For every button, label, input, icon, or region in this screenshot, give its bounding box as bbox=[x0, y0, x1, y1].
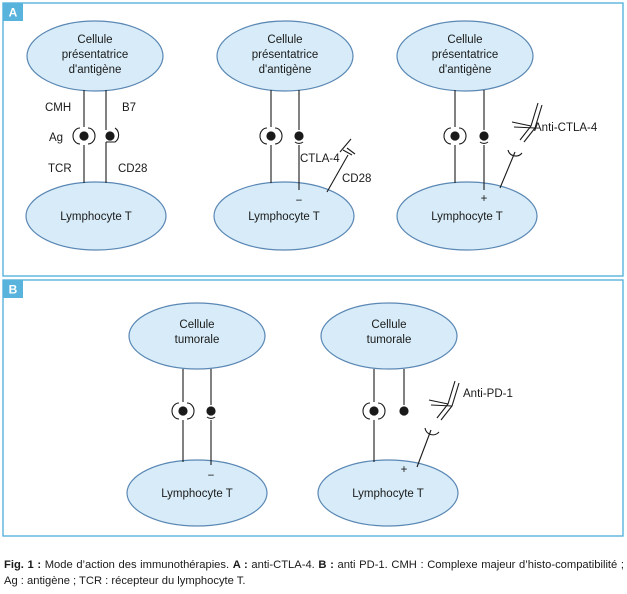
panel-b-badge bbox=[3, 280, 23, 298]
apc-label-line1: Cellule bbox=[267, 34, 302, 46]
panel-b-group-2: Cellule tumorale Lymphocyte T + Anti-PD-… bbox=[317, 302, 513, 527]
plus-sign: + bbox=[401, 464, 408, 476]
plus-sign: + bbox=[481, 193, 488, 205]
antigen-dot bbox=[266, 131, 276, 141]
apc-label-line2: présentatrice bbox=[252, 49, 318, 61]
tumor-label-line2: tumorale bbox=[367, 334, 412, 346]
lymphocyte-cell bbox=[317, 459, 459, 527]
lymphocyte-label: Lymphocyte T bbox=[248, 211, 320, 223]
apc-cell bbox=[26, 20, 164, 92]
lymphocyte-label: Lymphocyte T bbox=[431, 211, 503, 223]
apc-label-line3: d'antigène bbox=[439, 64, 492, 76]
b7-dot bbox=[105, 131, 115, 141]
caption-text-2: anti-CTLA-4. bbox=[247, 559, 319, 571]
lymphocyte-cell bbox=[396, 181, 538, 251]
panel-b-label: B bbox=[9, 283, 18, 297]
ctla4-label: CTLA-4 bbox=[300, 153, 340, 165]
caption-a-label: A : bbox=[232, 559, 248, 571]
tumor-cell bbox=[128, 302, 266, 370]
panel-a-group-3: Cellule présentatrice d'antigène Lymphoc… bbox=[396, 20, 598, 251]
ag-label: Ag bbox=[49, 132, 63, 144]
lymphocyte-label: Lymphocyte T bbox=[352, 488, 424, 500]
b7-dot bbox=[479, 131, 489, 141]
minus-sign: − bbox=[208, 470, 215, 482]
tumor-label-line2: tumorale bbox=[175, 334, 220, 346]
panel-a-group-1: Cellule présentatrice d'antigène Lymphoc… bbox=[25, 20, 167, 251]
lymphocyte-cell bbox=[213, 181, 355, 251]
apc-cell bbox=[216, 20, 354, 92]
apc-label-line1: Cellule bbox=[447, 34, 482, 46]
panel-a-label: A bbox=[9, 6, 18, 20]
caption-b-label: B : bbox=[318, 559, 334, 571]
b7-dot bbox=[294, 131, 304, 141]
lymphocyte-label: Lymphocyte T bbox=[60, 211, 132, 223]
cd28-label: CD28 bbox=[118, 163, 147, 175]
tumor-label-line1: Cellule bbox=[179, 319, 214, 331]
b7-label: B7 bbox=[122, 102, 136, 114]
apc-cell bbox=[396, 20, 534, 92]
caption-fig-label: Fig. 1 : bbox=[4, 559, 42, 571]
apc-label-line3: d'antigène bbox=[69, 64, 122, 76]
panel-a-frame bbox=[2, 2, 624, 277]
apc-label-line2: présentatrice bbox=[62, 49, 128, 61]
panel-a: A Cellule présentatrice d'antigène Lymph… bbox=[2, 2, 624, 277]
panel-b-group-1: Cellule tumorale Lymphocyte T − bbox=[126, 302, 268, 527]
caption-text-3: anti PD-1. CMH : Complexe majeur d’histo… bbox=[4, 559, 624, 587]
lymphocyte-cell bbox=[126, 459, 268, 527]
anti-pd1-label: Anti-PD-1 bbox=[463, 388, 513, 400]
tumor-label-line1: Cellule bbox=[371, 319, 406, 331]
antigen-dot bbox=[450, 131, 460, 141]
antigen-dot bbox=[178, 406, 188, 416]
antigen-dot bbox=[369, 406, 379, 416]
antigen-dot bbox=[79, 131, 89, 141]
figure-caption: Fig. 1 : Mode d’action des immunothérapi… bbox=[4, 557, 624, 589]
tcr-label: TCR bbox=[48, 163, 72, 175]
tumor-cell bbox=[320, 302, 458, 370]
lymphocyte-label: Lymphocyte T bbox=[161, 488, 233, 500]
panel-b-frame bbox=[2, 279, 624, 537]
pdl1-dot bbox=[206, 406, 216, 416]
anti-ctla4-label: Anti-CTLA-4 bbox=[534, 122, 598, 134]
pdl1-dot bbox=[399, 406, 409, 416]
apc-label-line3: d'antigène bbox=[259, 64, 312, 76]
minus-sign: − bbox=[296, 195, 303, 207]
caption-text-1: Mode d’action des immunothérapies. bbox=[41, 559, 233, 571]
apc-label-line2: présentatrice bbox=[432, 49, 498, 61]
apc-label-line1: Cellule bbox=[77, 34, 112, 46]
panel-a-badge bbox=[3, 3, 23, 21]
cmh-label: CMH bbox=[45, 102, 71, 114]
cd28-label: CD28 bbox=[342, 173, 371, 185]
lymphocyte-cell bbox=[25, 181, 167, 251]
panel-a-group-2: Cellule présentatrice d'antigène Lymphoc… bbox=[213, 20, 371, 251]
panel-b: B Cellule tumorale Lymphocyte T − Cellul… bbox=[2, 279, 624, 537]
